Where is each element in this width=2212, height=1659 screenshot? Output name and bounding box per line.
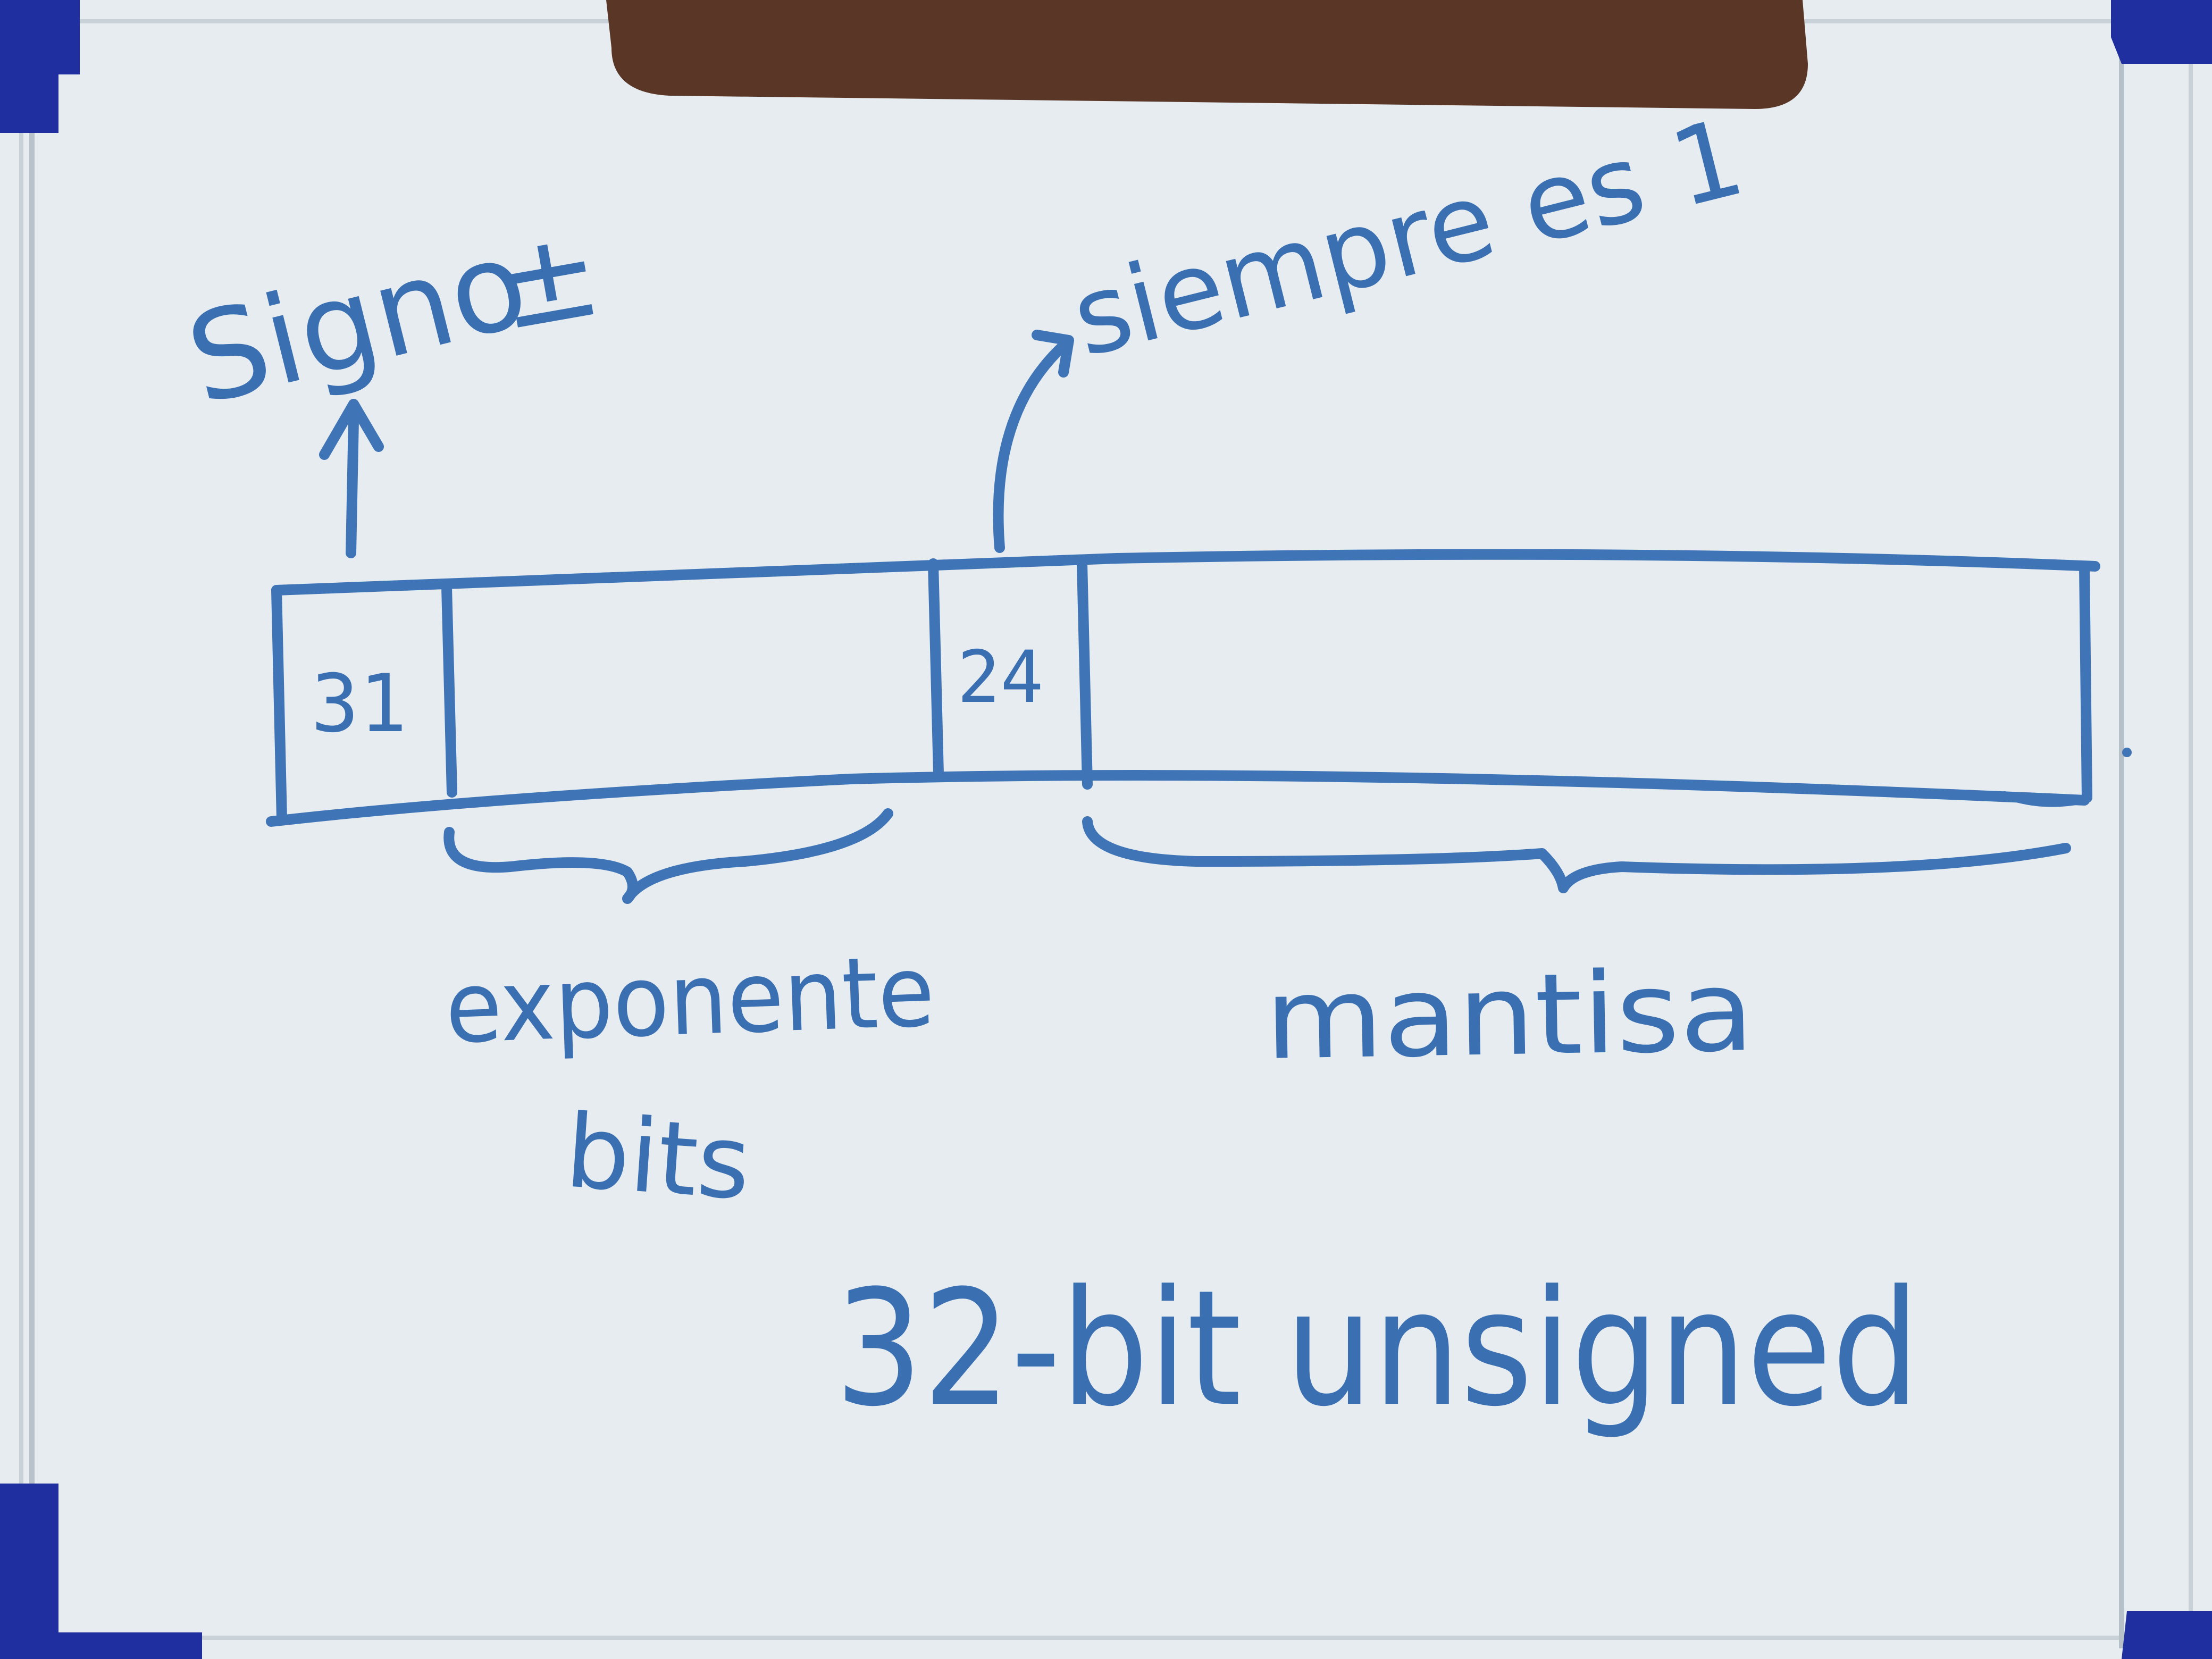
magnet-bottom-right xyxy=(2122,1611,2212,1659)
register-bottom-edge xyxy=(266,770,2090,827)
divider-hidden-bit xyxy=(1077,558,1093,790)
hidden-bit-arrow xyxy=(993,330,1074,553)
divider-exponent-end xyxy=(928,558,944,779)
bit-31-label: 31 xyxy=(311,658,407,750)
mantissa-brace xyxy=(1082,816,2071,893)
register-left-edge xyxy=(271,585,287,824)
exponent-label: exponente xyxy=(443,934,936,1066)
caption: 32-bit unsigned xyxy=(835,1256,1920,1442)
mantissa-label: mantisa xyxy=(1264,946,1755,1085)
register-right-mark xyxy=(2001,791,2085,807)
register-box xyxy=(266,549,2132,827)
divider-sign xyxy=(441,582,457,798)
sign-arrow xyxy=(319,399,384,558)
exponent-bits-label: bits xyxy=(562,1092,754,1222)
register-right-edge xyxy=(2079,561,2092,803)
sign-symbol: ± xyxy=(485,201,611,358)
stray-dot xyxy=(2122,748,2132,757)
magnet-top-left xyxy=(0,0,80,133)
eraser-shape xyxy=(606,0,1808,109)
magnet-top-right xyxy=(2111,0,2212,64)
magnet-bottom-left xyxy=(0,1484,202,1659)
bit-24-label: 24 xyxy=(957,635,1044,719)
register-top-edge xyxy=(271,549,2100,596)
exponent-brace xyxy=(443,808,893,904)
